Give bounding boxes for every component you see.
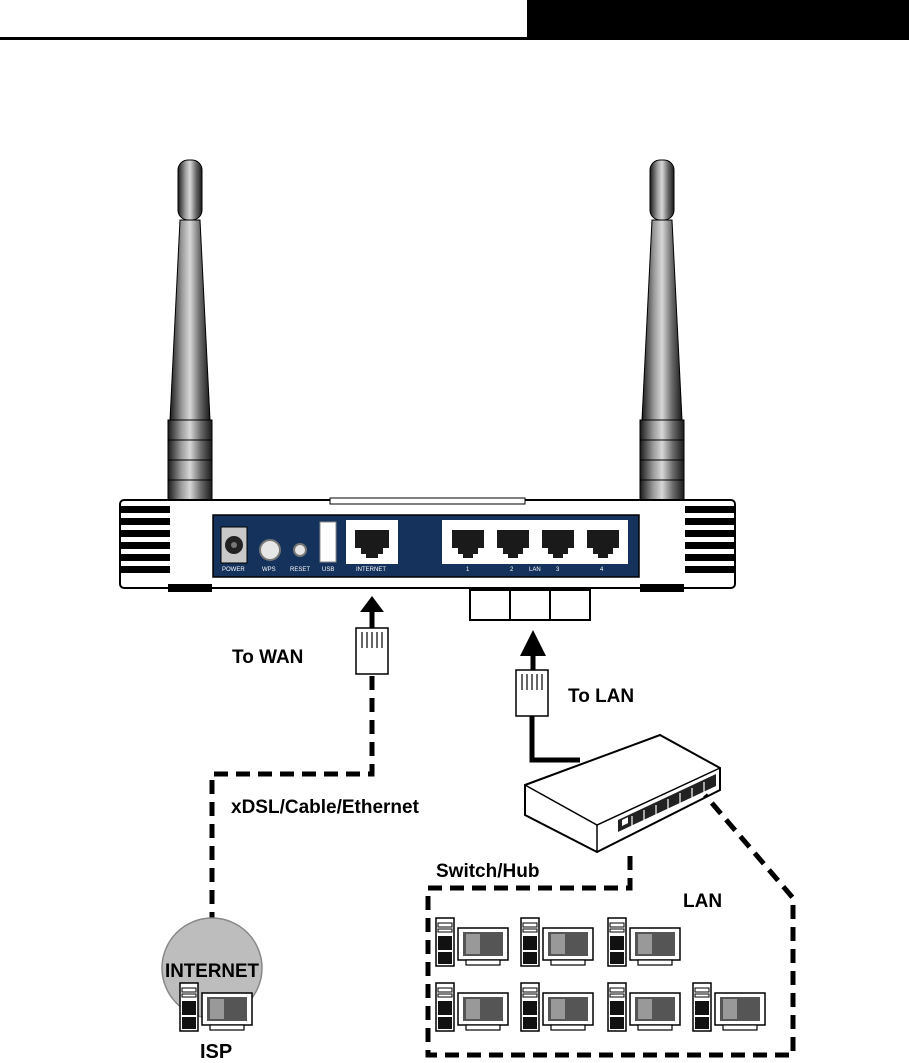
lan-computer-2 [521, 918, 593, 966]
port-label-internet: INTERNET [356, 567, 386, 573]
reset-button [294, 544, 306, 556]
router-base-bracket [470, 590, 590, 620]
lan-computer-7 [693, 983, 765, 1031]
switch-hub [525, 735, 720, 852]
wps-button [260, 540, 280, 560]
lan-computer-3 [608, 918, 680, 966]
usb-port [320, 522, 336, 562]
lan-computer-4 [436, 983, 508, 1031]
lan-computer-6 [608, 983, 680, 1031]
lan-computers [436, 918, 765, 1031]
label-isp: ISP [200, 1041, 232, 1063]
port-label-usb: USB [322, 567, 334, 573]
lan-connector [516, 630, 548, 716]
lan-port-3 [536, 520, 580, 564]
rear-panel: POWER WPS RESET USB INTERNET 1 2 LAN 3 4 [213, 515, 639, 577]
label-connection-type: xDSL/Cable/Ethernet [231, 797, 420, 818]
port-label-lan: LAN [529, 567, 541, 573]
label-lan: LAN [683, 891, 722, 912]
lan-port-2 [491, 520, 535, 564]
label-internet: INTERNET [165, 961, 259, 982]
lan-cable [532, 716, 580, 760]
internet-port [346, 520, 398, 564]
port-label-reset: RESET [290, 567, 310, 573]
lan-computer-5 [521, 983, 593, 1031]
label-switch-hub: Switch/Hub [436, 861, 539, 882]
lan-computer-1 [436, 918, 508, 966]
label-to-lan: To LAN [568, 686, 634, 707]
wan-connector [356, 596, 388, 674]
port-label-wps: WPS [262, 567, 276, 573]
label-to-wan: To WAN [232, 647, 303, 668]
lan-port-1 [446, 520, 490, 564]
port-label-power: POWER [222, 567, 245, 573]
lan-port-4 [581, 520, 625, 564]
